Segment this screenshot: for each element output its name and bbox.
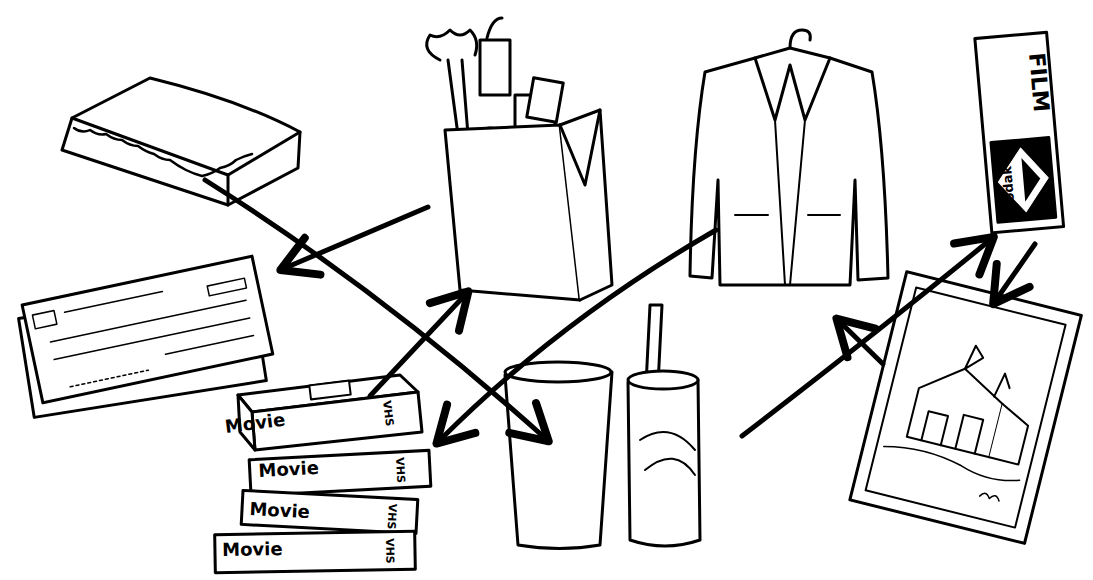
tape-title: Movie: [258, 459, 319, 480]
arrow: [205, 180, 545, 438]
tape-title: Movie: [222, 540, 283, 559]
checks: [19, 256, 273, 417]
tape-title: Movie: [249, 500, 310, 521]
arrow: [440, 230, 716, 440]
grocery-bag: [427, 18, 612, 300]
jacket: [690, 30, 888, 285]
tape-logo: VHS: [384, 538, 395, 564]
tape-logo: VHS: [381, 400, 395, 427]
film-box: [975, 32, 1064, 233]
tape-logo: VHS: [394, 457, 406, 483]
film-maker: Kodak: [1000, 166, 1017, 212]
vhs-stack: [215, 375, 431, 573]
sandwich: [62, 78, 300, 205]
arrow: [742, 240, 990, 436]
arrow: [840, 322, 883, 364]
tape-logo: VHS: [386, 503, 398, 529]
arrow: [370, 295, 465, 396]
arrow: [285, 207, 428, 268]
arrows: [205, 180, 1035, 440]
film-brand: FILM: [1025, 52, 1052, 113]
photo: [850, 272, 1082, 544]
arrow: [996, 244, 1035, 300]
